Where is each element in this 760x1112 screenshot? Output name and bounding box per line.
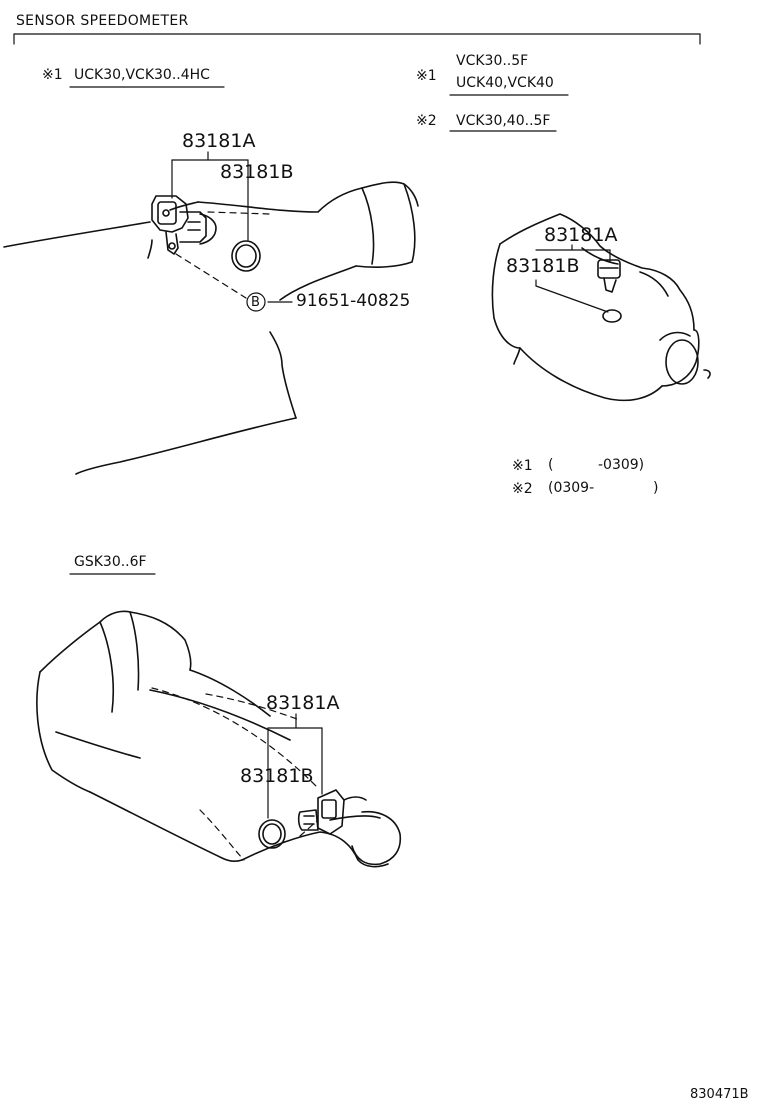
- transmission-outline-1: [3, 181, 419, 475]
- o-ring-1: [231, 240, 261, 272]
- figure-code: 830471B: [690, 1087, 749, 1102]
- diagram1-part-b-label: 83181B: [220, 161, 294, 183]
- leader-lines-3: [267, 713, 323, 819]
- diagram2-part-a-label: 83181A: [544, 224, 618, 246]
- header-bracket: [13, 33, 701, 45]
- transmission-outline-3: [36, 610, 402, 868]
- o-ring-2: [602, 309, 622, 323]
- note-right-mark1-symbol: ※1: [416, 68, 437, 84]
- bolt-marker-label: B: [251, 295, 260, 310]
- speed-sensor-2: [597, 259, 621, 293]
- note-left-mark1-symbol: ※1: [42, 67, 63, 83]
- diagram3-part-b-label: 83181B: [240, 765, 314, 787]
- bolt-part-number: 91651-40825: [296, 291, 411, 311]
- transmission-outline-2: [491, 213, 711, 402]
- leader-lines-1: [171, 151, 249, 241]
- diagram1-part-a-label: 83181A: [182, 130, 256, 152]
- note-left-mark1-text: UCK30,VCK30..4HC: [74, 67, 210, 83]
- page-title: SENSOR SPEEDOMETER: [16, 13, 189, 29]
- dashed-outline-3: [151, 687, 319, 861]
- note-right-mark1-line1: VCK30..5F: [456, 53, 529, 69]
- note-right-mark2-text: VCK30,40..5F: [456, 113, 551, 129]
- legend-row1-open: (: [548, 457, 554, 473]
- legend-row1-text: -0309): [598, 457, 645, 473]
- diagram3-part-a-label: 83181A: [266, 692, 340, 714]
- legend-row1-symbol: ※1: [512, 458, 533, 474]
- legend-row2-close: ): [653, 480, 659, 496]
- legend-row2-symbol: ※2: [512, 481, 533, 497]
- speed-sensor-3: [297, 789, 345, 835]
- speed-sensor-1: [151, 195, 217, 255]
- note-right-mark2-symbol: ※2: [416, 113, 437, 129]
- note-right-mark1-line2: UCK40,VCK40: [456, 75, 554, 91]
- leader-lines-2: [535, 244, 611, 313]
- section2-label: GSK30..6F: [74, 554, 147, 570]
- o-ring-3: [258, 819, 286, 849]
- bolt-marker-circle: [246, 292, 266, 312]
- diagram2-part-b-label: 83181B: [506, 255, 580, 277]
- bolt-dashed-leader: [175, 211, 271, 299]
- legend-row2-text: (0309-: [548, 480, 595, 496]
